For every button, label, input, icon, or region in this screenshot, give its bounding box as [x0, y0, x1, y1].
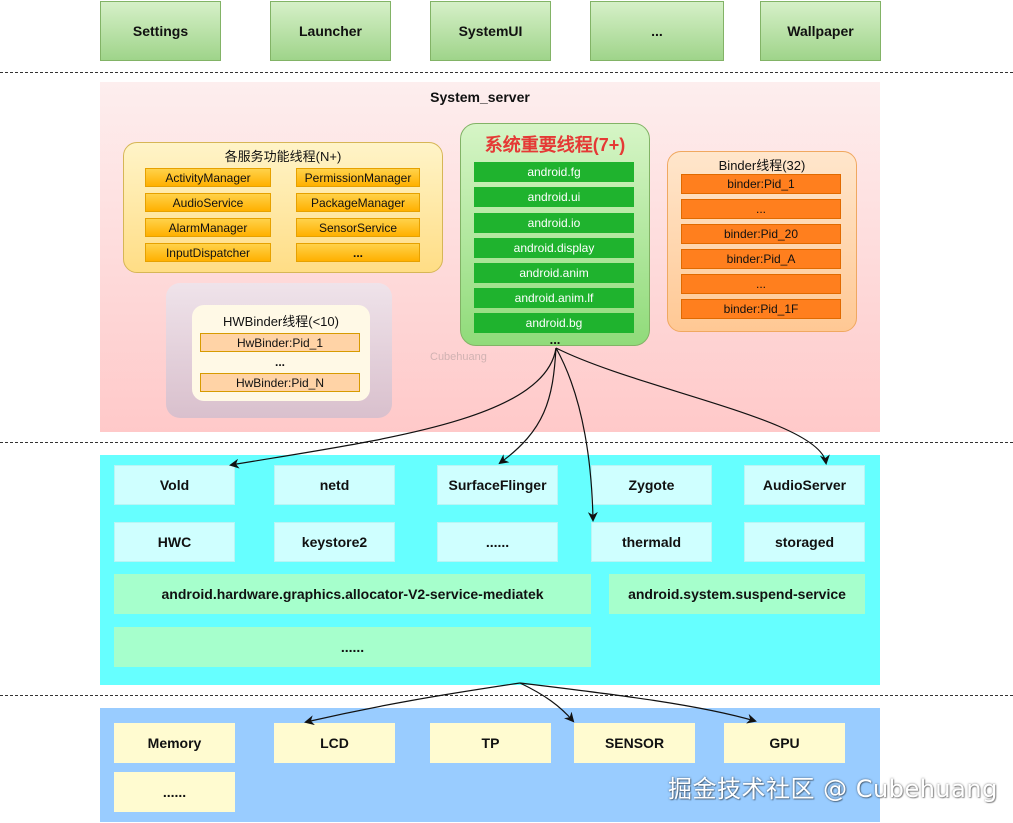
app-label: Launcher	[298, 23, 362, 39]
important-thread-item: android.display	[474, 238, 634, 258]
hal-service-suspend: android.system.suspend-service	[609, 574, 865, 614]
native-service-more: ......	[114, 627, 591, 667]
app-label: ...	[651, 23, 663, 39]
site-watermark: 掘金技术社区 @ Cubehuang	[668, 775, 998, 803]
hardware-more: ......	[114, 772, 235, 812]
layer-divider	[0, 442, 1013, 443]
hwbinder-item: HwBinder:Pid_1	[200, 333, 360, 352]
important-thread-item: android.io	[474, 213, 634, 233]
binder-thread-item: binder:Pid_1F	[681, 299, 841, 319]
service-thread-item: SensorService	[296, 218, 420, 237]
hardware-sensor: SENSOR	[574, 723, 695, 763]
app-wallpaper: Wallpaper	[760, 1, 881, 61]
hwbinder-item: HwBinder:Pid_N	[200, 373, 360, 392]
binder-thread-item: ...	[681, 274, 841, 294]
binder-thread-item: binder:Pid_1	[681, 174, 841, 194]
app-systemui: SystemUI	[430, 1, 551, 61]
native-daemon-surfaceflinger: SurfaceFlinger	[437, 465, 558, 505]
hwbinder-title: HWBinder线程(<10)	[223, 313, 339, 329]
app-label: SystemUI	[458, 23, 523, 39]
service-thread-item: ActivityManager	[145, 168, 271, 187]
native-daemon-netd: netd	[274, 465, 395, 505]
binder-thread-item: binder:Pid_A	[681, 249, 841, 269]
important-threads-title: 系统重要线程(7+)	[484, 135, 626, 155]
binder-threads-title: Binder线程(32)	[718, 157, 806, 173]
service-thread-item: AlarmManager	[145, 218, 271, 237]
service-thread-item: ...	[296, 243, 420, 262]
hardware-gpu: GPU	[724, 723, 845, 763]
important-thread-item: android.bg	[474, 313, 634, 333]
layer-divider	[0, 695, 1013, 696]
native-daemon-zygote: Zygote	[591, 465, 712, 505]
app-settings: Settings	[100, 1, 221, 61]
app-label: Settings	[132, 23, 189, 39]
app-launcher: Launcher	[270, 1, 391, 61]
binder-thread-item: ...	[681, 199, 841, 219]
service-threads-title: 各服务功能线程(N+)	[224, 148, 342, 164]
app-more: ...	[590, 1, 724, 61]
faint-watermark: Cubehuang	[430, 351, 487, 363]
native-daemon-storaged: storaged	[744, 522, 865, 562]
important-thread-item: android.fg	[474, 162, 634, 182]
hwbinder-item: ...	[274, 355, 285, 369]
service-thread-item: AudioService	[145, 193, 271, 212]
app-label: Wallpaper	[787, 23, 854, 39]
native-daemon-more: ......	[437, 522, 558, 562]
native-daemon-keystore2: keystore2	[274, 522, 395, 562]
important-thread-item: android.ui	[474, 187, 634, 207]
system-server-title: System_server	[430, 89, 530, 105]
layer-divider	[0, 72, 1013, 73]
important-thread-item: android.anim.lf	[474, 288, 634, 308]
hardware-tp: TP	[430, 723, 551, 763]
hardware-memory: Memory	[114, 723, 235, 763]
hardware-lcd: LCD	[274, 723, 395, 763]
binder-thread-item: binder:Pid_20	[681, 224, 841, 244]
important-threads-group	[460, 123, 650, 346]
service-thread-item: PackageManager	[296, 193, 420, 212]
native-daemon-hwc: HWC	[114, 522, 235, 562]
service-thread-item: PermissionManager	[296, 168, 420, 187]
important-thread-item: android.anim	[474, 263, 634, 283]
important-threads-more: ...	[549, 331, 561, 347]
hal-service-allocator: android.hardware.graphics.allocator-V2-s…	[114, 574, 591, 614]
native-daemon-thermald: thermald	[591, 522, 712, 562]
service-thread-item: InputDispatcher	[145, 243, 271, 262]
native-daemon-audioserver: AudioServer	[744, 465, 865, 505]
native-daemon-vold: Vold	[114, 465, 235, 505]
